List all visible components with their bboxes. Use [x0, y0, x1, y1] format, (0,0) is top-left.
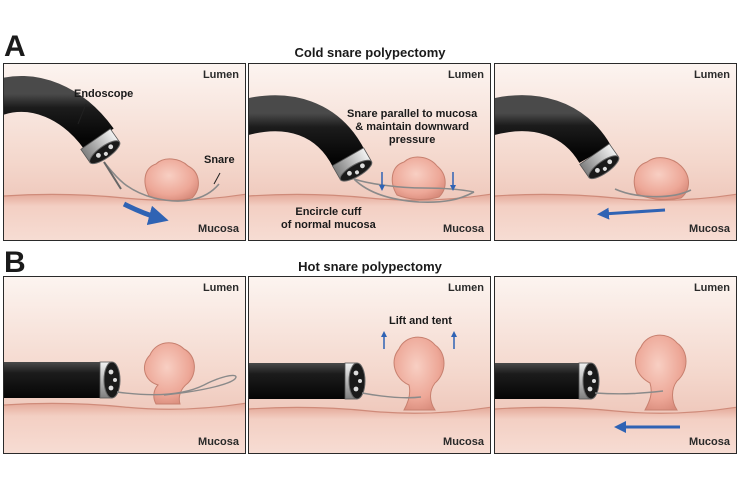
section-a-letter: A	[4, 30, 26, 63]
panel-a3-illustration	[495, 64, 736, 240]
snare-callout: Snare	[204, 154, 235, 166]
encircle-cuff-callout: Encircle cuff of normal mucosa	[281, 206, 376, 232]
mucosa-label: Mucosa	[443, 436, 484, 448]
section-a-title: Cold snare polypectomy	[294, 45, 446, 60]
lumen-label: Lumen	[447, 282, 484, 294]
section-b-title: Hot snare polypectomy	[298, 259, 442, 274]
panel-b3-illustration	[495, 277, 736, 453]
endoscope-callout: Endoscope	[74, 88, 134, 100]
panel-b1: Lumen Mucosa	[3, 276, 246, 454]
snare-parallel-line-3: pressure	[388, 134, 436, 146]
panel-b2-illustration	[249, 277, 490, 453]
panel-a2-illustration	[249, 64, 490, 240]
lift-and-tent-callout: Lift and tent	[389, 315, 452, 327]
panel-b2: Lumen Mucosa Lift and tent	[248, 276, 491, 454]
snare-parallel-line-1: Snare parallel to mucosa	[347, 108, 478, 120]
snare-parallel-line-2: & maintain downward	[355, 121, 469, 133]
panel-b3: Lumen Mucosa	[494, 276, 737, 454]
encircle-cuff-line-1: Encircle cuff	[295, 206, 362, 218]
section-b-letter: B	[4, 246, 26, 279]
lumen-label: Lumen	[202, 282, 239, 294]
mucosa-label: Mucosa	[443, 223, 484, 235]
lumen-label: Lumen	[693, 282, 730, 294]
panel-b1-illustration	[4, 277, 245, 453]
mucosa-label: Mucosa	[198, 436, 239, 448]
mucosa-label: Mucosa	[198, 223, 239, 235]
lumen-label: Lumen	[447, 69, 484, 81]
lumen-label: Lumen	[693, 69, 730, 81]
lumen-label: Lumen	[202, 69, 239, 81]
panel-a1: Lumen Mucosa Endoscope Snare	[3, 63, 246, 241]
snare-parallel-callout: Snare parallel to mucosa & maintain down…	[347, 108, 477, 147]
panel-a3: Lumen Mucosa	[494, 63, 737, 241]
encircle-cuff-line-2: of normal mucosa	[281, 219, 376, 231]
mucosa-label: Mucosa	[689, 436, 730, 448]
panel-a1-illustration	[4, 64, 245, 240]
mucosa-label: Mucosa	[689, 223, 730, 235]
panel-a2: Lumen Mucosa Snare parallel to mucosa & …	[248, 63, 491, 241]
